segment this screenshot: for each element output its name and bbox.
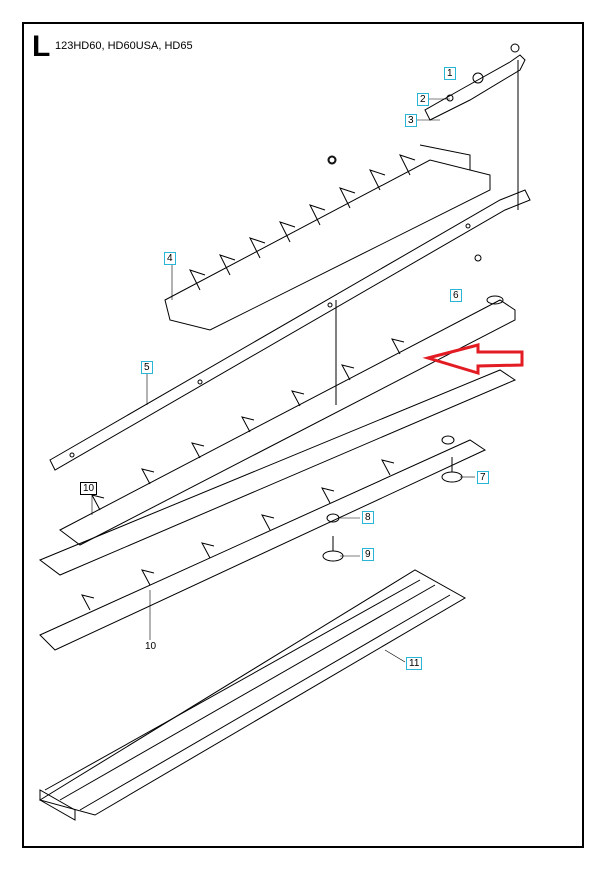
- callout-1: 1: [444, 67, 456, 80]
- callout-4: 4: [164, 252, 176, 265]
- section-letter: L: [32, 30, 51, 63]
- callout-8: 8: [362, 511, 374, 524]
- model-list: 123HD60, HD60USA, HD65: [55, 40, 193, 52]
- blade-part-6: [59, 295, 516, 546]
- diagram-frame: [22, 22, 584, 848]
- leader-lines: [91, 98, 475, 663]
- callout-2: 2: [417, 93, 429, 106]
- bracket-part-3: [424, 43, 526, 121]
- callout-11: 11: [406, 657, 423, 670]
- blade-part-10: [38, 369, 517, 651]
- callout-6: 6: [450, 289, 462, 302]
- callout-10-plain: 10: [145, 641, 157, 652]
- callout-3: 3: [405, 114, 417, 127]
- cutter-bar-part-4: [164, 144, 491, 331]
- callout-9: 9: [362, 548, 374, 561]
- blade-guard-part-11: [38, 569, 467, 821]
- guide-bar-part-5: [49, 60, 531, 471]
- callout-10: 10: [80, 482, 98, 495]
- red-arrow-indicator: [422, 343, 524, 376]
- callout-5: 5: [141, 361, 153, 374]
- hardware-parts: [322, 155, 482, 562]
- callout-7: 7: [477, 471, 489, 484]
